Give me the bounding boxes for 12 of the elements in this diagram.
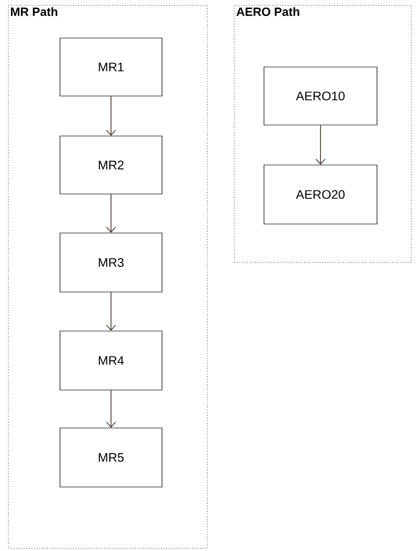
process-box: AERO20 [264, 164, 378, 224]
arrow [106, 292, 116, 331]
process-box: AERO10 [264, 66, 378, 126]
arrow [106, 194, 116, 233]
process-box: MR1 [60, 38, 162, 96]
process-box: MR5 [60, 428, 162, 488]
process-box: MR3 [60, 232, 162, 292]
process-box: MR4 [60, 330, 162, 390]
arrow [316, 124, 326, 165]
process-box: MR2 [60, 136, 162, 194]
arrow [106, 96, 116, 136]
arrow [106, 390, 116, 428]
